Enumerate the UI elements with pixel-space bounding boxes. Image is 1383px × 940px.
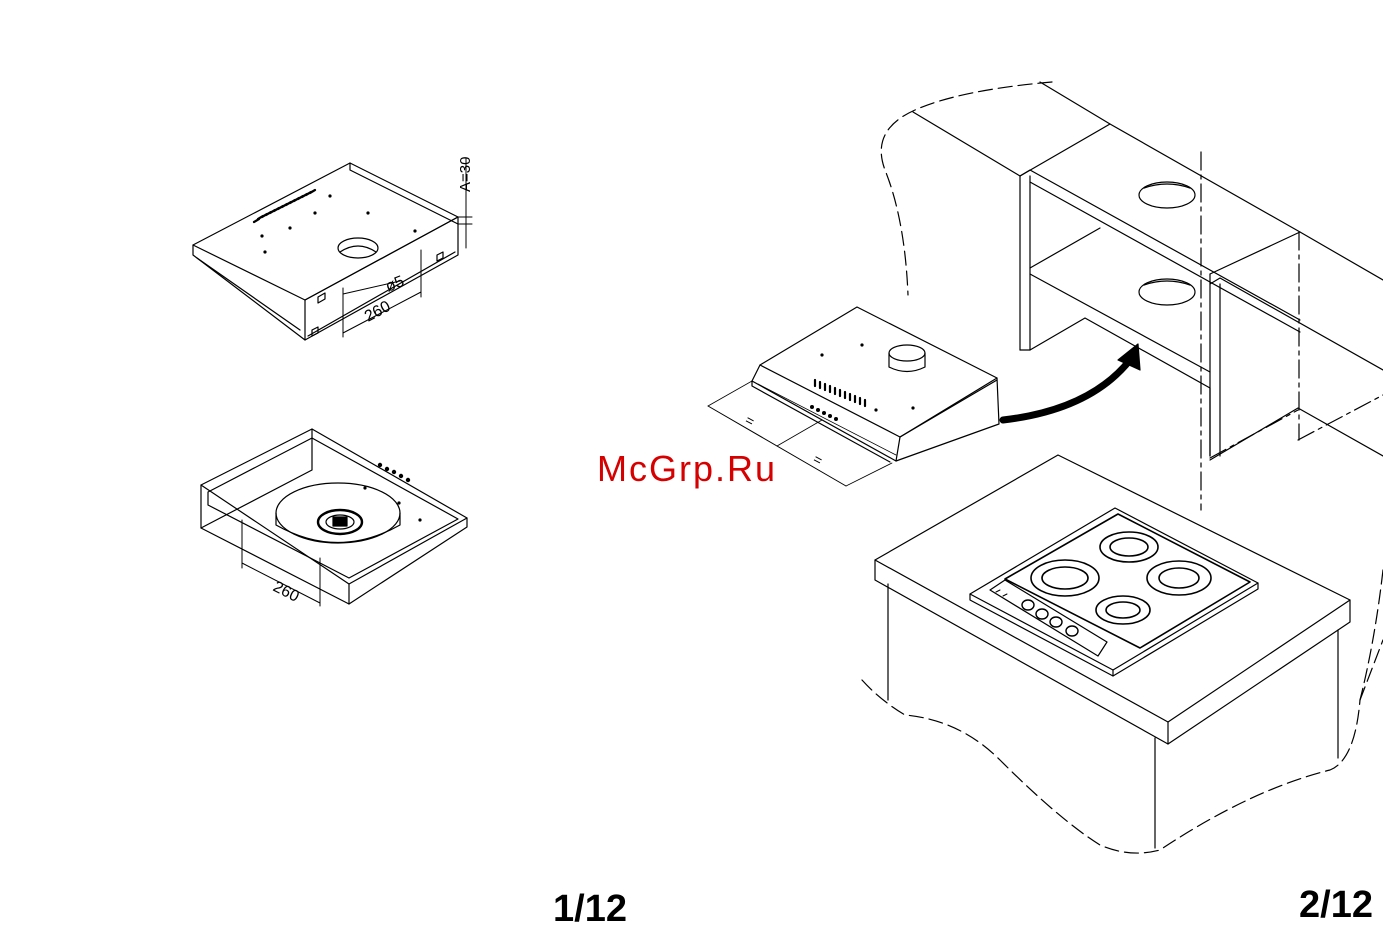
equal-right-label: =: [811, 451, 826, 469]
equal-left-label: =: [743, 412, 758, 430]
page-number-right: 2/12: [1299, 884, 1373, 927]
duct-hole-lower: [1139, 279, 1195, 305]
wall-outline: [862, 82, 1383, 853]
duct-hole-upper: [1139, 182, 1195, 208]
wall-right-edge: [1360, 570, 1383, 700]
exhaust-collar: [889, 345, 925, 361]
hood-vent-slots: [815, 380, 865, 406]
hood-bottom-view: [201, 429, 467, 606]
page-number-left: 1/12: [553, 888, 627, 931]
burners: [1031, 532, 1211, 624]
hood-buttons: [810, 343, 915, 421]
hood-top-view: [193, 158, 472, 340]
dim-a-label: A=30: [457, 157, 474, 192]
vent-grille: [254, 190, 315, 222]
cooktop-knobs: [1022, 600, 1078, 636]
centerline: [1201, 152, 1383, 510]
exhaust-outlet-top: [338, 238, 378, 258]
upper-cabinets: [913, 82, 1383, 460]
install-arrow: [1003, 360, 1130, 420]
dim-diameter-label: ø5: [383, 273, 407, 296]
watermark: McGrp.Ru: [597, 448, 777, 490]
kitchen-counter: [875, 455, 1350, 848]
dim-width-bottom-label: 260: [270, 578, 302, 605]
